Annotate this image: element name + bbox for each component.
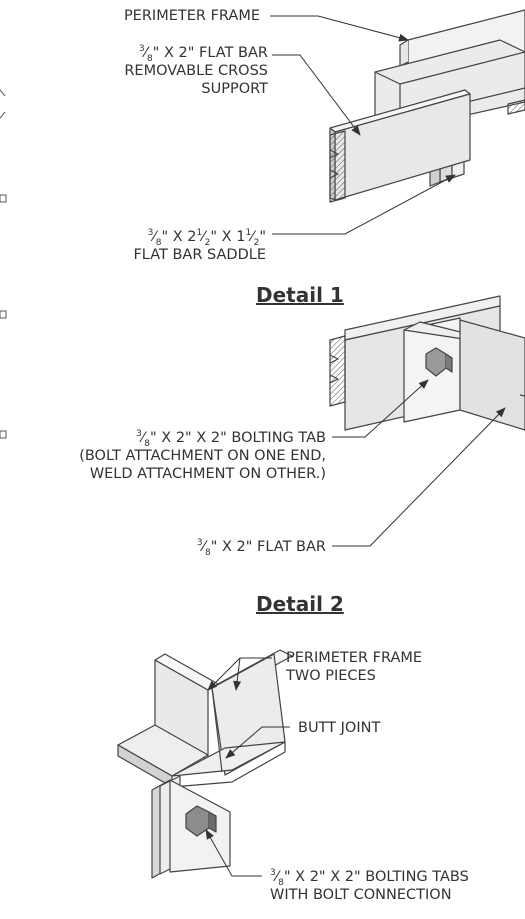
label-line: TWO PIECES <box>286 668 376 684</box>
label-line: " X 1 <box>210 229 246 245</box>
label-flat-bar-cross-support: 3⁄8" X 2" FLAT BAR REMOVABLE CROSS SUPPO… <box>20 44 268 98</box>
label-line: WELD ATTACHMENT ON OTHER.) <box>89 466 326 482</box>
fraction-num: 1 <box>245 228 252 239</box>
fraction-num: 1 <box>196 228 203 239</box>
label-line: SUPPORT <box>201 81 268 97</box>
label-line: " X 2" FLAT BAR <box>210 539 326 555</box>
label-flat-bar-saddle: 3⁄8" X 21⁄2" X 11⁄2" FLAT BAR SADDLE <box>20 228 266 264</box>
fraction-den: 2 <box>204 237 211 248</box>
label-line: " X 2" X 2" BOLTING TAB <box>150 430 326 446</box>
label-line: PERIMETER FRAME <box>286 650 423 666</box>
fraction-den: 8 <box>146 53 153 64</box>
label-line: " <box>259 229 266 245</box>
left-edge-marks <box>0 89 7 439</box>
fraction-num: 3 <box>138 44 145 55</box>
label-line: FLAT BAR SADDLE <box>133 247 266 263</box>
label-bolting-tab: 3⁄8" X 2" X 2" BOLTING TAB (BOLT ATTACHM… <box>20 429 326 483</box>
detail3-drawing <box>117 649 293 879</box>
label-line: " X 2" X 2" BOLTING TABS <box>283 869 469 885</box>
label-perimeter-frame-1-text: PERIMETER FRAME <box>123 8 260 24</box>
label-line: REMOVABLE CROSS <box>124 63 268 79</box>
detail1-drawing <box>329 9 525 203</box>
fraction-den: 8 <box>155 237 162 248</box>
label-line: " X 2" FLAT BAR <box>152 45 268 61</box>
label-bolting-tabs: 3⁄8" X 2" X 2" BOLTING TABS WITH BOLT CO… <box>270 868 469 903</box>
fraction-num: 3 <box>136 429 142 440</box>
label-line: " X 2 <box>161 229 197 245</box>
fraction-num: 3 <box>270 868 276 879</box>
label-perimeter-frame-1: PERIMETER FRAME <box>60 7 260 25</box>
label-perimeter-frame-two-pieces: PERIMETER FRAME TWO PIECES <box>286 649 422 685</box>
label-line: WITH BOLT CONNECTION <box>270 887 452 903</box>
detail-1-title: Detail 1 <box>256 283 344 307</box>
fraction-num: 3 <box>196 538 203 549</box>
detail2-drawing <box>329 295 525 431</box>
label-line: (BOLT ATTACHMENT ON ONE END, <box>79 448 326 464</box>
fraction-den: 8 <box>144 438 151 449</box>
leader-lines <box>205 15 506 877</box>
label-butt-joint: BUTT JOINT <box>298 720 381 736</box>
fraction-den: 8 <box>278 877 284 888</box>
fraction-den: 8 <box>204 547 211 558</box>
label-flat-bar-2: 3⁄8" X 2" FLAT BAR <box>196 538 326 558</box>
fraction-num: 3 <box>147 228 154 239</box>
detail-2-title: Detail 2 <box>256 592 344 616</box>
fraction-den: 2 <box>253 237 260 248</box>
